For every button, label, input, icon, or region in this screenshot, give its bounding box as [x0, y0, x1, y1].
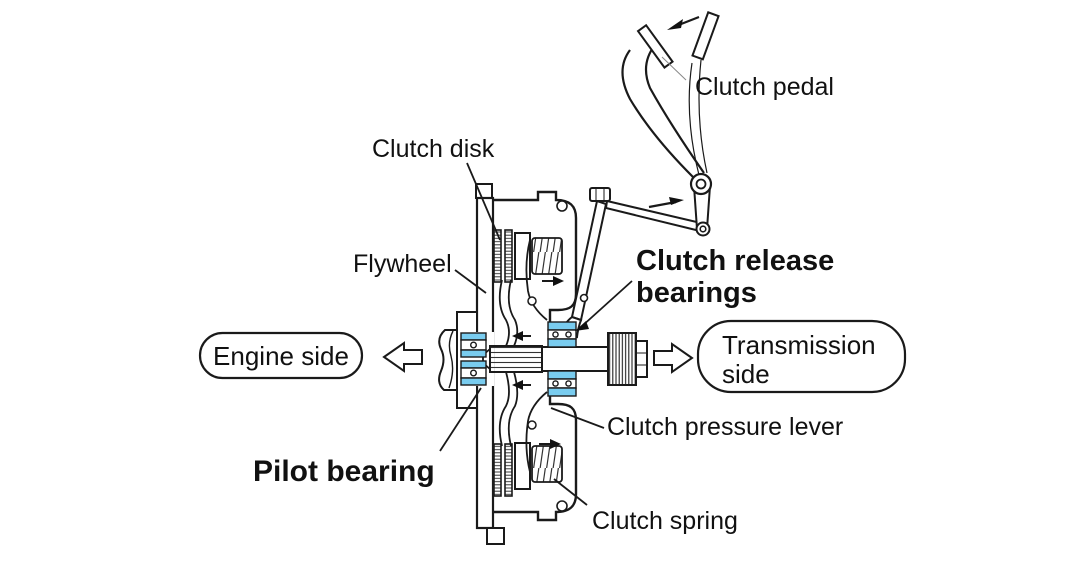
engine-side-badge: [198, 331, 364, 380]
upper-cover-arrow-icon: [553, 276, 564, 286]
upper-bearing-arrow-icon: [512, 331, 523, 341]
leader-clutch-pedal: [661, 56, 687, 81]
label-transmission-side-line2: side: [722, 359, 770, 389]
label-clutch-pedal: Clutch pedal: [695, 73, 834, 101]
pilot-bearing-drawing: [460, 332, 487, 386]
lower-bearing-arrow-icon: [512, 380, 523, 390]
input-shaft-drawing: [476, 332, 648, 386]
clutch-pedal-drawing: [621, 11, 720, 237]
lower-cover-arrow-icon: [550, 439, 561, 449]
label-engine-side: Engine side: [213, 341, 349, 371]
label-clutch-release-bearings-line2: bearings: [636, 277, 757, 309]
pedal-press-arrow-icon: [667, 15, 700, 30]
leader-flywheel: [454, 269, 487, 294]
label-transmission-side-line1: Transmission: [722, 330, 876, 360]
clutch-pressure-lever-drawing: [525, 239, 548, 473]
engine-direction-arrow-icon: [382, 341, 423, 373]
linkage-arrow-icon: [648, 197, 684, 209]
diagram-labels: Clutch pedal Clutch disk Flywheel Clutch…: [213, 73, 876, 535]
leader-pilot-bearing: [439, 387, 482, 452]
motion-arrows: [512, 15, 700, 449]
clutch-assembly-drawing: [198, 11, 907, 545]
label-clutch-release-bearings-line1: Clutch release: [636, 245, 834, 277]
leader-release-bearings: [580, 280, 633, 328]
leader-pressure-lever: [550, 407, 605, 429]
leader-release-arrowhead: [575, 321, 589, 331]
label-pilot-bearing: Pilot bearing: [253, 455, 435, 488]
clutch-cover-drawing: [493, 190, 578, 522]
clutch-disk-drawing: [493, 229, 519, 497]
transmission-side-badge: [696, 319, 907, 394]
clutch-release-bearings-drawing: [547, 321, 577, 397]
leader-clutch-spring: [553, 478, 588, 506]
transmission-direction-arrow-icon: [653, 342, 694, 374]
label-clutch-disk: Clutch disk: [372, 135, 495, 163]
leader-lines: [439, 56, 687, 506]
label-flywheel: Flywheel: [353, 250, 452, 278]
label-clutch-pressure-lever: Clutch pressure lever: [607, 413, 843, 441]
label-clutch-spring: Clutch spring: [592, 507, 738, 535]
clutch-spring-drawing: [531, 237, 563, 483]
leader-clutch-disk: [466, 162, 501, 241]
